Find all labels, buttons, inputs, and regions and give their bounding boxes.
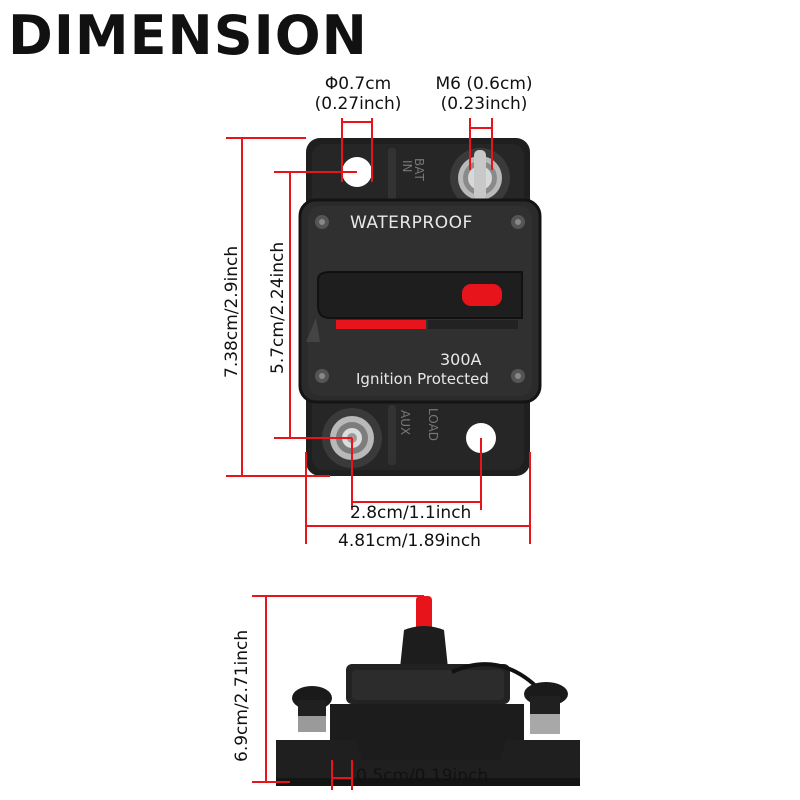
terminal-aux-label: AUX: [398, 410, 412, 436]
hole-spacing-label: 2.8cm/1.1inch: [350, 503, 472, 523]
overall-width-label: 4.81cm/1.89inch: [338, 531, 481, 551]
hole-diameter-metric: Φ0.7cm: [324, 74, 392, 94]
stud-size-imperial: (0.23inch): [440, 94, 528, 114]
hole-diameter-label: Φ0.7cm (0.27inch): [300, 74, 416, 114]
terminal-bat-label: BAT: [412, 158, 426, 181]
overall-height-label: 7.38cm/2.9inch: [222, 245, 242, 378]
side-height-label: 6.9cm/2.71inch: [232, 629, 252, 762]
side-lever: [416, 596, 432, 636]
stud-top: [450, 148, 510, 208]
hole-height-label: 5.7cm/2.24inch: [268, 241, 288, 374]
face-top-text: WATERPROOF: [350, 213, 473, 233]
dimension-lines-top: [226, 118, 531, 544]
stud-size-label: M6 (0.6cm) (0.23inch): [424, 74, 544, 114]
trip-indicator: [336, 320, 426, 329]
page-title: DIMENSION: [8, 4, 368, 67]
terminal-in-label: IN: [400, 160, 414, 173]
hole-diameter-imperial: (0.27inch): [314, 94, 402, 114]
base-thickness-label: 0.5cm/0.19inch: [356, 766, 489, 786]
reset-button: [462, 284, 502, 306]
breaker-top-view: [298, 138, 542, 476]
breaker-side-view: [276, 596, 580, 786]
stud-size-metric: M6 (0.6cm): [435, 74, 533, 94]
reset-lever: [317, 271, 523, 319]
dimension-lines-side: [252, 595, 424, 790]
face-rating: 300A: [440, 350, 482, 369]
terminal-load-label: LOAD: [426, 408, 440, 441]
face-bottom-text: Ignition Protected: [356, 370, 489, 388]
